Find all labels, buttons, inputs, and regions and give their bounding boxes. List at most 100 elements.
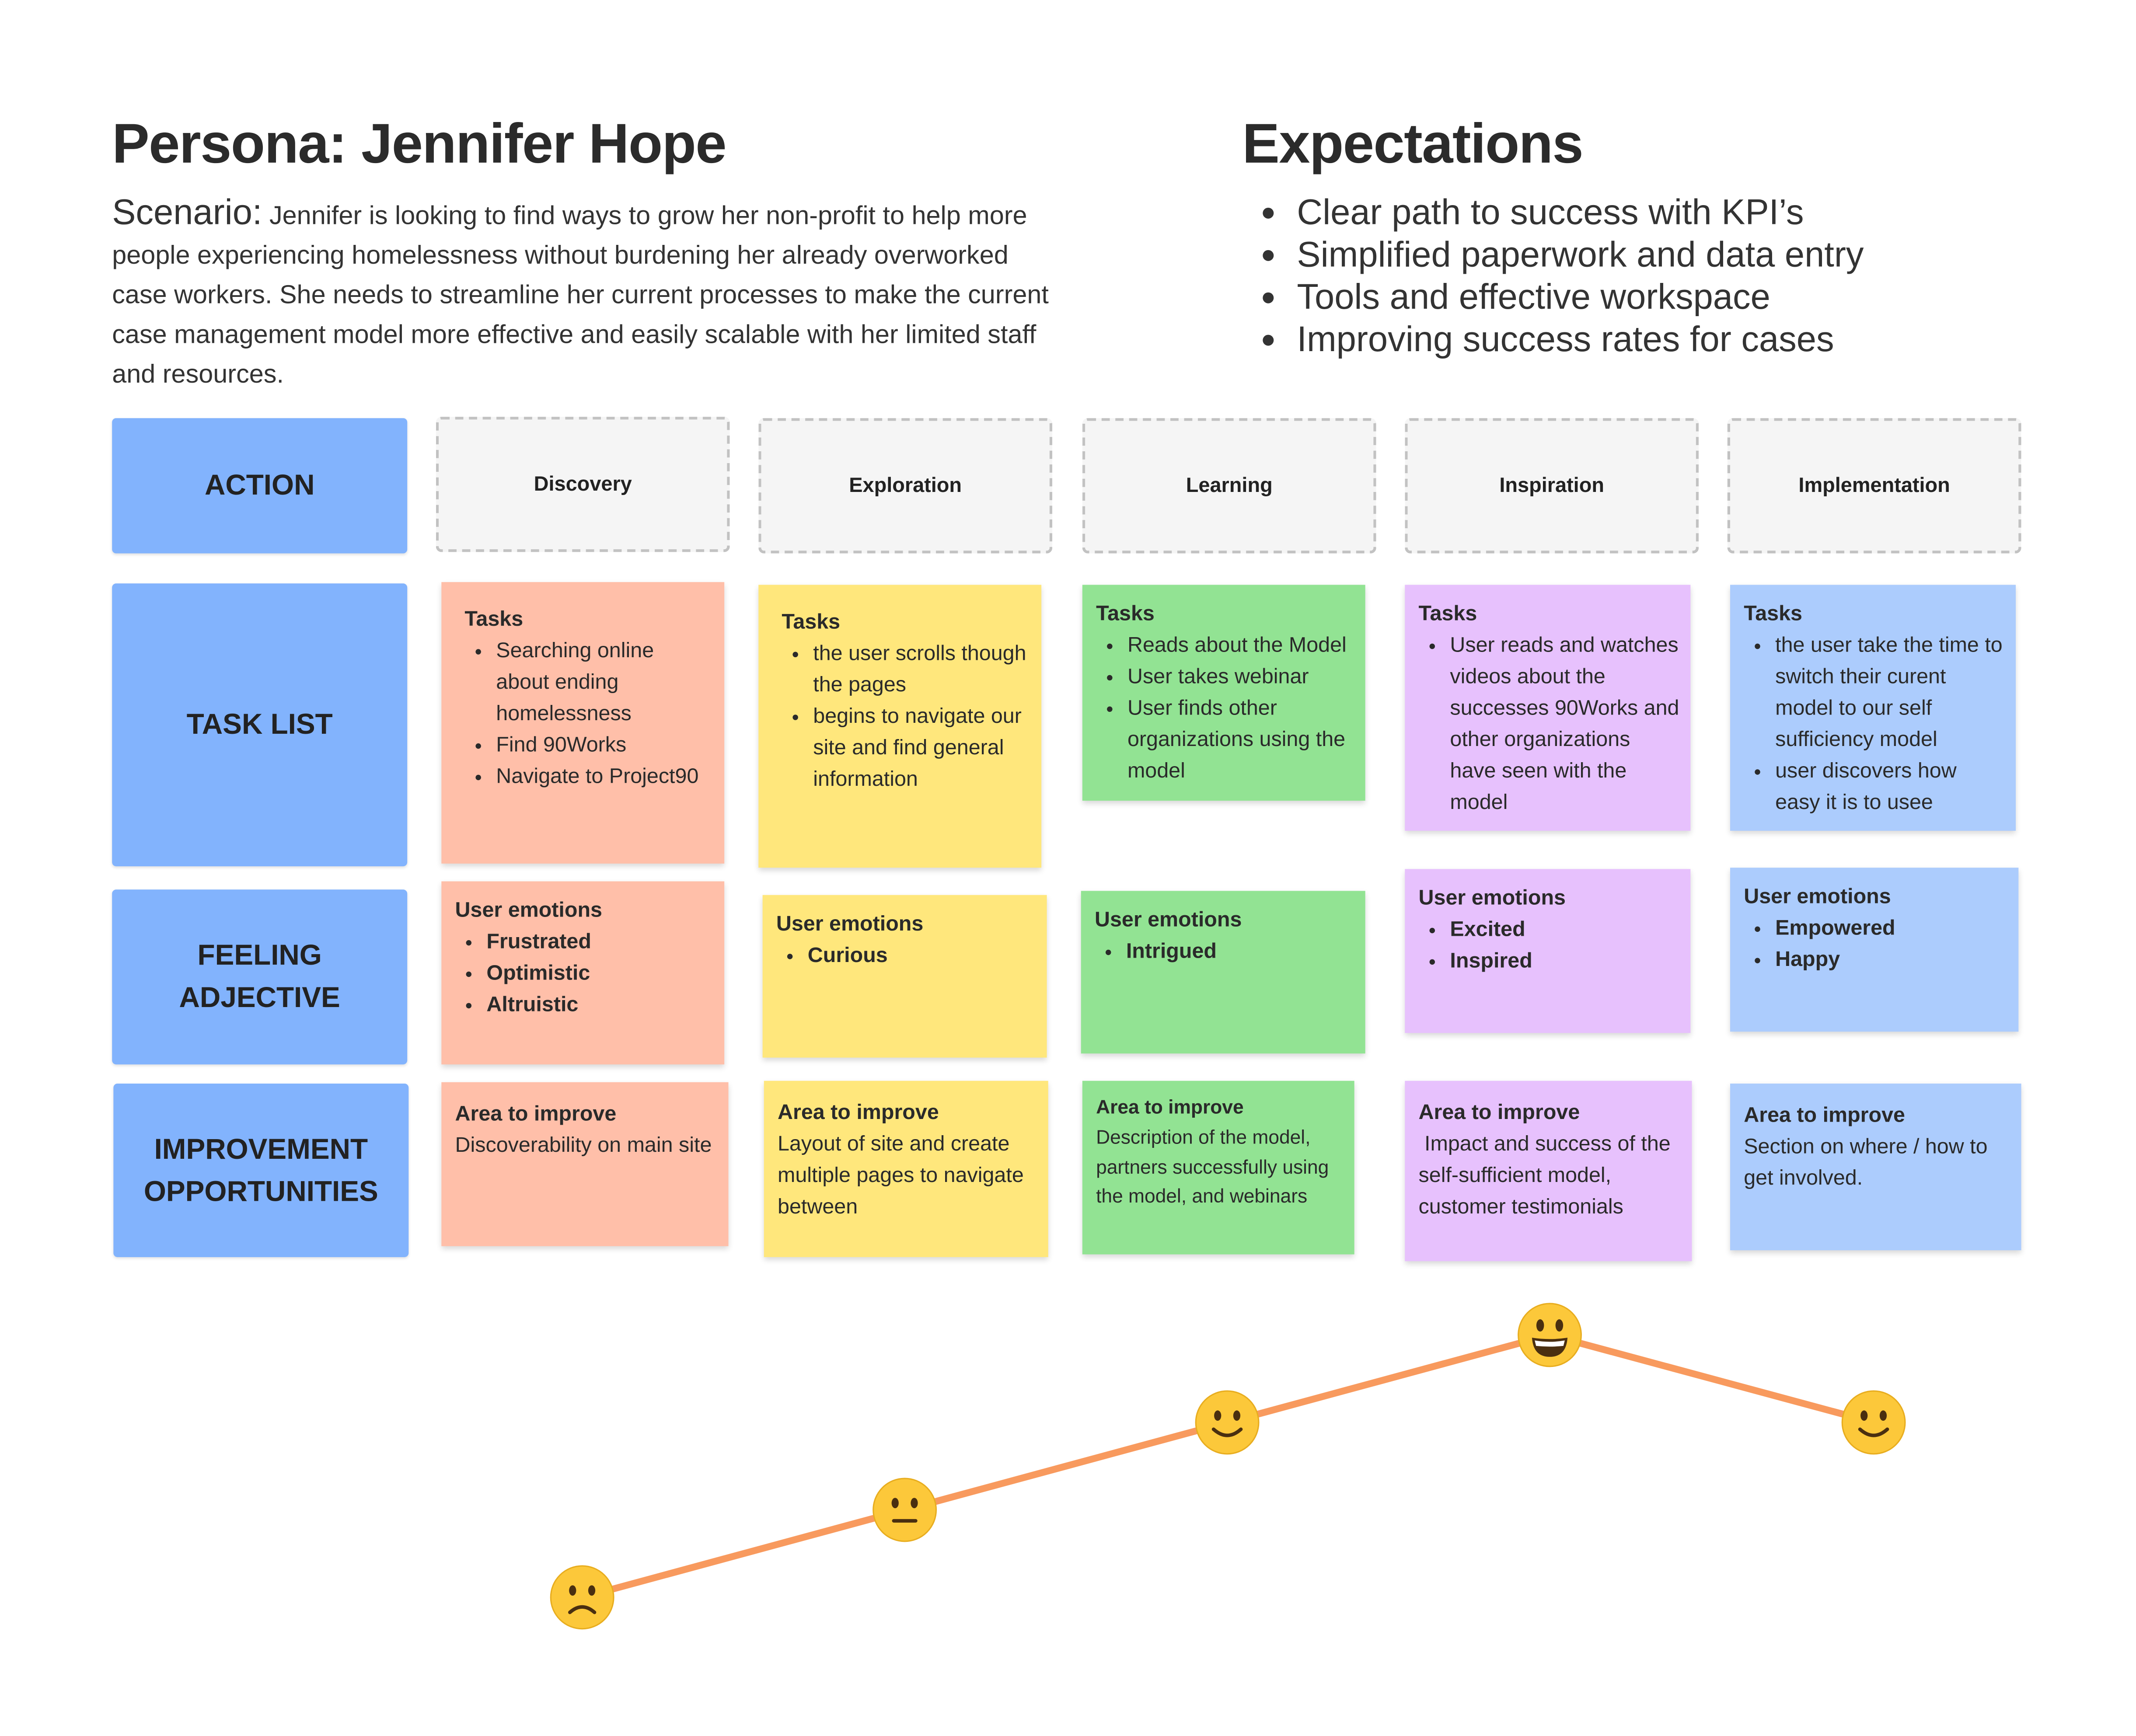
smiling-face-icon (1195, 1390, 1260, 1455)
task-note-learning: Tasks Reads about the Model User takes w… (1082, 585, 1365, 801)
note-heading: Tasks (464, 608, 524, 631)
task-list: the user take the time to switch their c… (1744, 630, 2005, 819)
row-label-improvement-opportunities: IMPROVEMENT OPPORTUNITIES (113, 1083, 409, 1257)
task-item: the user take the time to switch their c… (1775, 630, 2005, 756)
emotion-item: Altruistic (486, 989, 713, 1021)
task-list: Reads about the Model User takes webinar… (1096, 630, 1354, 787)
phase-label: Discovery (534, 473, 632, 496)
phase-exploration: Exploration (758, 418, 1053, 554)
task-note-discovery: Tasks Searching online about ending home… (441, 582, 725, 864)
phase-label: Inspiration (1499, 474, 1604, 498)
phase-label: Implementation (1798, 474, 1950, 498)
emotion-note-exploration: User emotions Curious (762, 895, 1047, 1058)
emotion-item: Empowered (1775, 913, 2007, 944)
expectation-item: Tools and effective workspace (1294, 276, 2007, 318)
note-heading: Tasks (782, 610, 841, 634)
task-item: User finds other organizations using the… (1127, 693, 1354, 787)
phase-label: Learning (1186, 474, 1273, 498)
emotion-note-inspiration: User emotions Excited Inspired (1405, 869, 1691, 1033)
task-note-inspiration: Tasks User reads and watches videos abou… (1405, 585, 1691, 831)
note-heading: User emotions (1418, 886, 1566, 910)
improvement-text: Section on where / how to get involved. (1744, 1135, 1988, 1190)
task-list: Searching online about ending homelessne… (464, 635, 705, 792)
emotion-item: Happy (1775, 944, 2007, 976)
emotion-item: Frustrated (486, 927, 713, 958)
scenario-label: Scenario: (112, 191, 262, 233)
persona-title: Persona: Jennifer Hope (112, 112, 726, 175)
smiling-face-icon (1841, 1390, 1906, 1455)
improvement-text: Impact and success of the self-sufficien… (1418, 1133, 1677, 1219)
note-heading: User emotions (776, 913, 924, 936)
phase-inspiration: Inspiration (1405, 418, 1699, 554)
task-item: begins to navigate our site and find gen… (813, 701, 1028, 795)
neutral-face-icon (873, 1478, 937, 1542)
task-item: User takes webinar (1127, 661, 1354, 693)
row-label-task-list: TASK LIST (112, 583, 408, 867)
task-item: Find 90Works (496, 730, 705, 761)
expectations-title: Expectations (1242, 112, 1583, 175)
task-item: Reads about the Model (1127, 630, 1354, 662)
row-label-text: FEELING ADJECTIVE (179, 940, 340, 1014)
note-heading: User emotions (455, 899, 603, 923)
task-note-exploration: Tasks the user scrolls though the pages … (758, 585, 1042, 868)
row-label-text: TASK LIST (186, 709, 333, 741)
emotion-faces (550, 1303, 1906, 1630)
emotion-item: Inspired (1450, 945, 1679, 977)
emotion-item: Curious (808, 940, 1036, 972)
emotion-note-discovery: User emotions Frustrated Optimistic Altr… (441, 881, 725, 1065)
phase-learning: Learning (1082, 418, 1376, 554)
task-item: User reads and watches videos about the … (1450, 630, 1679, 819)
expectation-item: Simplified paperwork and data entry (1294, 234, 2007, 276)
phase-implementation: Implementation (1727, 418, 2021, 554)
improvement-note-inspiration: Area to improve Impact and success of th… (1405, 1081, 1692, 1262)
task-item: Searching online about ending homelessne… (496, 635, 705, 730)
emotion-list: Empowered Happy (1744, 913, 2007, 976)
row-label-feeling-adjective: FEELING ADJECTIVE (112, 889, 408, 1065)
emotion-list: Excited Inspired (1419, 914, 1680, 977)
note-heading: Area to improve (778, 1101, 939, 1125)
row-label-text: IMPROVEMENT OPPORTUNITIES (143, 1133, 378, 1207)
row-label-text: ACTION (204, 470, 315, 502)
note-heading: Area to improve (1744, 1104, 1906, 1127)
grinning-face-icon (1518, 1303, 1582, 1367)
emotion-curve-line (579, 1332, 1877, 1601)
improvement-note-learning: Area to improve Description of the model… (1082, 1081, 1354, 1255)
scenario-text: Jennifer is looking to find ways to grow… (112, 202, 1049, 390)
improvement-note-discovery: Area to improve Discoverability on main … (441, 1082, 729, 1246)
phase-label: Exploration (849, 474, 962, 498)
note-heading: Tasks (1418, 603, 1477, 626)
expectations-list: Clear path to success with KPI’s Simplif… (1242, 191, 2007, 360)
improvement-text: Layout of site and create multiple pages… (778, 1133, 1024, 1219)
emotion-item: Intrigued (1126, 936, 1354, 967)
improvement-text: Description of the model, partners succe… (1096, 1127, 1329, 1209)
task-item: the user scrolls though the pages (813, 638, 1028, 701)
task-note-implementation: Tasks the user take the time to switch t… (1730, 585, 2016, 831)
note-heading: Tasks (1744, 603, 1803, 626)
emotion-item: Optimistic (486, 958, 713, 989)
scenario-paragraph: Scenario: Jennifer is looking to find wa… (112, 191, 1068, 395)
note-heading: Area to improve (455, 1102, 617, 1126)
note-heading: Area to improve (1096, 1097, 1244, 1119)
emotion-list: Frustrated Optimistic Altruistic (455, 927, 714, 1021)
phase-discovery: Discovery (436, 417, 730, 552)
improvement-note-implementation: Area to improve Section on where / how t… (1730, 1083, 2021, 1251)
expectation-item: Clear path to success with KPI’s (1294, 191, 2007, 234)
note-heading: User emotions (1744, 885, 1891, 909)
note-heading: User emotions (1094, 908, 1242, 932)
improvement-note-exploration: Area to improve Layout of site and creat… (764, 1081, 1048, 1257)
emotion-note-learning: User emotions Intrigued (1081, 891, 1365, 1054)
task-item: user discovers how easy it is to usee (1775, 756, 2005, 819)
emotion-list: Intrigued (1095, 936, 1354, 967)
task-list: User reads and watches videos about the … (1419, 630, 1680, 819)
emotion-item: Excited (1450, 914, 1679, 945)
improvement-text: Discoverability on main site (455, 1134, 712, 1157)
task-item: Navigate to Project90 (496, 761, 705, 793)
note-heading: Area to improve (1418, 1101, 1580, 1125)
emotion-note-implementation: User emotions Empowered Happy (1730, 868, 2019, 1032)
emotion-list: Curious (776, 940, 1036, 972)
row-label-action: ACTION (112, 418, 408, 554)
note-heading: Tasks (1096, 603, 1155, 626)
frowning-face-icon (550, 1565, 614, 1630)
